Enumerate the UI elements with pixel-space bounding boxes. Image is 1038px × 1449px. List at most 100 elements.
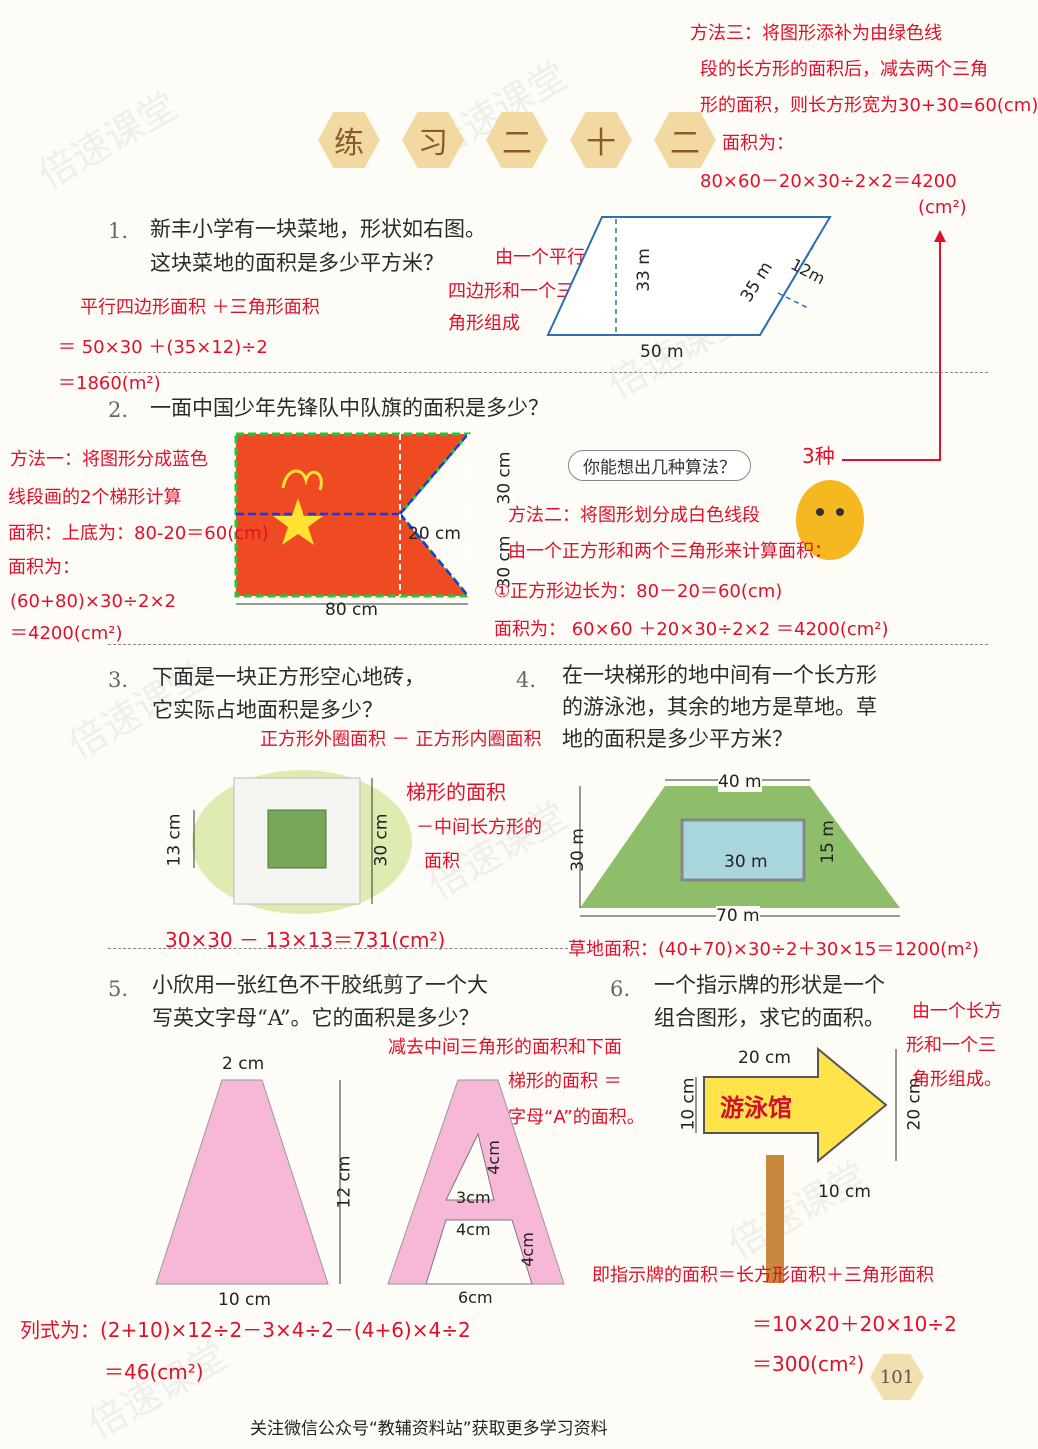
q3-tile-figure (192, 770, 412, 914)
note-method1-line5: (60+80)×30÷2×2 (10, 591, 176, 612)
q3-label-inner: 13 cm (164, 813, 185, 867)
title-char: 二 (486, 112, 548, 168)
flag-shape (236, 434, 468, 596)
note-q5-e: ＝46(cm²) (104, 1360, 204, 1384)
note-method3-line1: 方法三：将图形添补为由绿色线 (690, 23, 942, 44)
note-method1-line1: 方法一：将图形分成蓝色 (10, 449, 208, 470)
note-q5-a: 减去中间三角形的面积和下面 (388, 1037, 622, 1058)
q3-text-line1: 下面是一块正方形空心地砖， (152, 665, 425, 689)
q6-text-line2: 组合图形，求它的面积。 (654, 1006, 885, 1030)
divider (108, 372, 988, 373)
mascot-icon (796, 480, 864, 560)
note-q1-f: ＝1860(m²) (58, 373, 161, 394)
q2-label-width: 80 cm (325, 600, 378, 620)
note-q6-e: ＝10×20＋20×10÷2 (752, 1312, 957, 1336)
speech-bubble: 你能想出几种算法？ (568, 450, 751, 481)
note-q5-b: 梯形的面积 ＝ (508, 1071, 622, 1092)
footer-note: 关注微信公众号“教辅资料站”获取更多学习资料 (250, 1419, 608, 1439)
note-method2-line1: 方法二：将图形划分成白色线段 (508, 505, 760, 526)
q5-label-top: 2 cm (222, 1054, 265, 1074)
q5-label-trap-height: 4cm (517, 1232, 537, 1267)
note-q4-c: 面积 (424, 851, 460, 872)
title-char: 二 (654, 112, 716, 168)
arrow-line (842, 234, 941, 461)
swimming-pool (680, 818, 806, 882)
note-method2-line4: 面积为： 60×60 ＋20×30÷2×2 ＝4200(cm²) (494, 619, 889, 640)
mascot-eye-icon (816, 508, 824, 516)
torch-flame-icon (281, 469, 323, 491)
q4-label-top: 40 m (718, 772, 762, 792)
tile-hole (267, 809, 327, 869)
q6-sign-figure (695, 1046, 897, 1283)
note-method3-line3: 形的面积，则长方形宽为30+30=60(cm) (700, 95, 1038, 116)
q5-figure (155, 1079, 565, 1285)
q5-label-trap-top: 4cm (456, 1220, 491, 1239)
q4-label-bottom: 70 m (716, 906, 760, 926)
note-q1-c: 角形组成 (448, 313, 520, 334)
watermark: 倍速课堂 (420, 793, 575, 908)
note-q3-a: 正方形外圈面积 － 正方形内圈面积 (260, 729, 542, 750)
q6-number: 6. (610, 977, 631, 1001)
q5-label-trap-bottom: 6cm (458, 1288, 493, 1307)
flag-blue-upper (399, 433, 469, 515)
note-q6-c: 角形组成。 (912, 1069, 1002, 1090)
note-q4-a: 梯形的面积 (406, 780, 506, 804)
q3-number: 3. (108, 668, 129, 692)
sign-post (766, 1155, 784, 1283)
watermark: 倍速课堂 (30, 83, 185, 198)
q4-text-line2: 的游泳池，其余的地方是草地。草 (562, 695, 877, 719)
q4-text-line1: 在一块梯形的地中间有一个长方形 (562, 663, 877, 687)
q2-label-notch: 20 cm (408, 524, 461, 544)
q4-text-line3: 地的面积是多少平方米？ (562, 727, 793, 751)
height2-line (777, 292, 811, 310)
q5-label-height: 12 cm (334, 1155, 355, 1209)
title-char: 习 (402, 112, 464, 168)
note-method2-line2: 由一个正方形和两个三角形来计算面积： (508, 541, 832, 562)
inner-triangle-hole (445, 1132, 495, 1201)
star-icon (273, 498, 323, 545)
q4-label-pool-height: 15 m (817, 820, 838, 864)
q5-number: 5. (108, 977, 129, 1001)
q4-field-figure (579, 779, 900, 917)
note-q1-e: ＝ 50×30 ＋(35×12)÷2 (58, 337, 268, 358)
note-q1-b: 四边形和一个三 (448, 281, 574, 302)
note-q5-d: 列式为：(2+10)×12÷2－3×4÷2－(4+6)×4÷2 (20, 1318, 471, 1342)
note-method1-line6: ＝4200(cm²) (10, 623, 123, 644)
q6-label-top: 20 cm (738, 1048, 791, 1068)
note-q6-f: ＝300(cm²) (752, 1352, 865, 1376)
note-q6-a: 由一个长方 (912, 1001, 1002, 1022)
q1-label-height: 33 m (633, 248, 654, 292)
note-method3-line2: 段的长方形的面积后，减去两个三角 (700, 59, 988, 80)
mascot-eye-icon (836, 508, 844, 516)
q2-number: 2. (108, 398, 129, 422)
note-method3-line5: 80×60－20×30÷2×2＝4200 (700, 171, 957, 192)
arrow-sign-shape (703, 1046, 888, 1164)
note-q1-d: 平行四边形面积 ＋三角形面积 (80, 297, 320, 318)
q4-label-height: 30 m (567, 828, 588, 872)
note-q1-a: 由一个平行 (495, 247, 585, 268)
q6-text-line1: 一个指示牌的形状是一个 (654, 973, 885, 997)
q3-label-outer: 30 cm (371, 813, 392, 867)
q6-label-right: 20 cm (904, 1077, 925, 1131)
q6-label-left: 10 cm (678, 1077, 699, 1131)
q1-label-base: 50 m (640, 342, 684, 362)
note-q6-b: 形和一个三 (906, 1035, 996, 1056)
note-q4-d: 草地面积：(40+70)×30÷2＋30×15＝1200(m²) (568, 939, 979, 960)
note-q6-d: 即指示牌的面积＝长方形面积＋三角形面积 (592, 1265, 934, 1286)
page-number: 101 (870, 1354, 924, 1400)
q1-number: 1. (108, 219, 129, 243)
flag-blue-lower (399, 513, 469, 597)
q4-number: 4. (516, 668, 537, 692)
divider (108, 948, 568, 949)
note-method2-line3: ①正方形边长为：80－20＝60(cm) (494, 581, 783, 602)
note-method1-line3: 面积：上底为：80-20＝60(cm) (8, 523, 269, 544)
q5-label-tri-height: 4cm (483, 1140, 503, 1175)
q2-label-top: 30 cm (494, 451, 515, 505)
sign-text: 游泳馆 (720, 1094, 792, 1122)
watermark: 倍速课堂 (80, 1333, 235, 1448)
q5-label-tri-base: 3cm (456, 1188, 491, 1207)
note-method1-line4: 面积为： (8, 557, 80, 578)
trapezoid-piece (155, 1079, 329, 1285)
title-char: 练 (318, 112, 380, 168)
note-q5-c: 字母“A”的面积。 (508, 1107, 645, 1128)
